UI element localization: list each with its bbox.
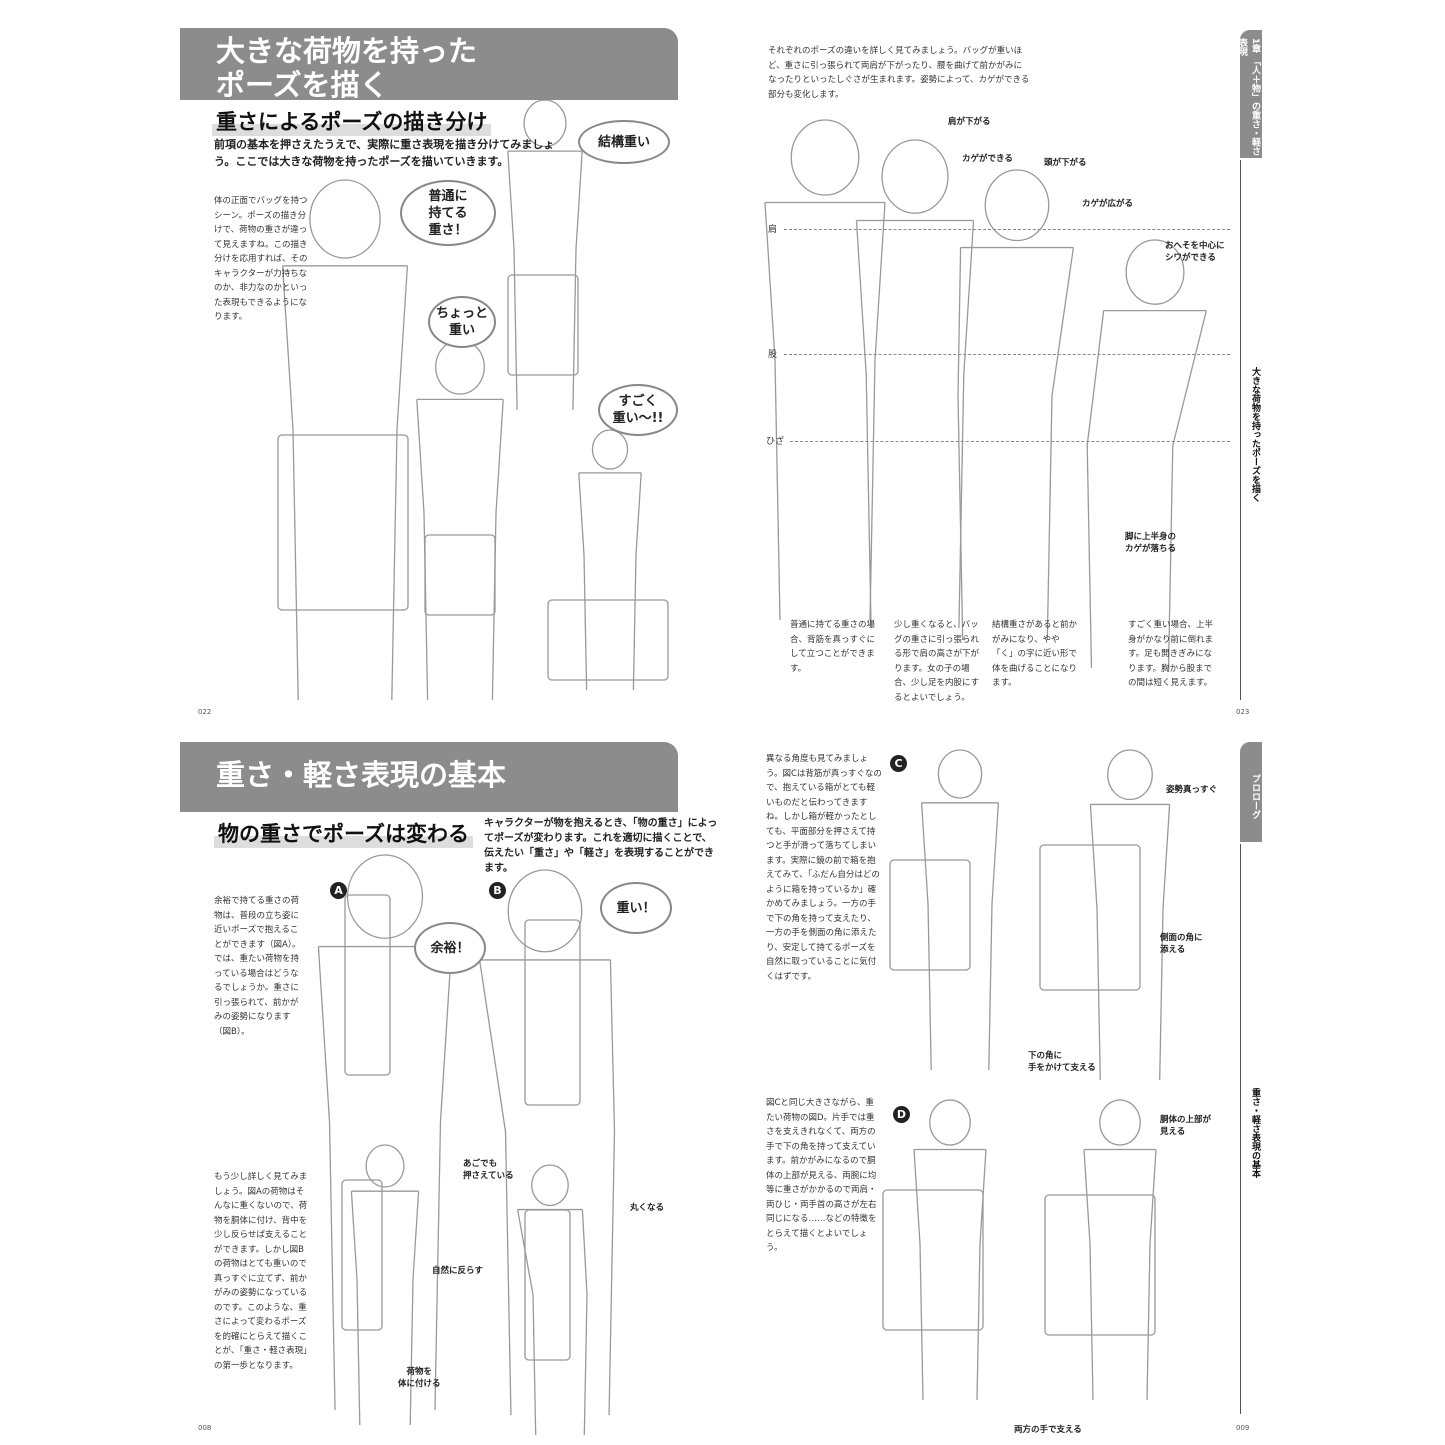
figure-body [478, 959, 616, 1416]
guide-line [784, 229, 1230, 230]
annotation: 側面の角に 添える [1160, 933, 1203, 955]
annotation: 姿勢真っすぐ [1166, 785, 1218, 795]
side-tab-section: 大きな荷物を持ったポーズを描く [1240, 160, 1262, 700]
box [524, 919, 581, 1106]
figure-label-b: B [489, 882, 506, 899]
annotation: カゲが広がる [1082, 199, 1134, 209]
figure-body [1083, 1148, 1157, 1401]
banner-title: 重さ・軽さ表現の基本 [216, 758, 507, 792]
figure-body [578, 472, 642, 691]
figure-body [1089, 803, 1171, 1081]
figure-body [920, 802, 1000, 1071]
caption: すごく重い場合、上半身がかなり前に倒れます。足も開きぎみになります。胸から股まで… [1128, 620, 1214, 688]
annotation: 自然に反らす [432, 1266, 483, 1276]
annotation: 胴体の上部が 見える [1160, 1115, 1212, 1137]
bag [424, 534, 496, 616]
figure-body [281, 265, 409, 701]
banner-title-line1: 大きな荷物を持った [216, 34, 478, 68]
figure-label-c: C [890, 755, 907, 772]
subheading: 物の重さでポーズは変わる [214, 818, 473, 848]
figure-body [855, 219, 975, 629]
guide-line [784, 354, 1230, 355]
bag [277, 434, 409, 611]
figure-body [913, 1148, 987, 1401]
figure-body [1086, 309, 1207, 669]
figure-head [881, 139, 949, 214]
body-text: もう少し詳しく見てみましょう。図Aの荷物はそんなに重くないので、荷物を胴体に付け… [214, 1172, 312, 1371]
lead-text: キャラクターが物を抱えるとき、「物の重さ」によってポーズが変わります。これを適切… [484, 818, 718, 874]
annotation: 肩が下がる [948, 117, 991, 127]
bag [547, 599, 669, 681]
side-tab-section: 重さ・軽さ表現の基本 [1240, 844, 1262, 1414]
body-text: 異なる角度も見てみましょう。図Cは背筋が真っすぐなので、抱えている箱がとても軽い… [766, 754, 882, 982]
speech-bubble: 結構重い [578, 120, 670, 164]
box [1044, 1194, 1156, 1336]
figure-head [435, 339, 485, 395]
page-number: 008 [198, 1424, 212, 1432]
box [882, 1189, 984, 1331]
annotation: カゲができる [962, 154, 1013, 164]
level-label-crotch: 股 [768, 350, 778, 360]
speech-bubble: 余裕！ [414, 922, 486, 974]
figure-label-a: A [330, 882, 347, 899]
page-number: 023 [1236, 708, 1250, 716]
speech-bubble: 普通に 持てる 重さ！ [400, 180, 496, 246]
figure-head [507, 869, 583, 953]
page-number: 009 [1236, 1424, 1250, 1432]
side-tab-chapter: 1章 「人＋物」の重さ・軽さ表現 [1237, 30, 1262, 158]
lead-text: それぞれのポーズの違いを詳しく見てみましょう。バッグが重いほど、重さに引っ張られ… [768, 46, 1030, 100]
caption: 普通に持てる重さの場合、背筋を真っすぐにして立つことができます。 [790, 620, 876, 674]
figure-head [591, 429, 629, 470]
annotation: 下の角に 手をかけて支える [1028, 1051, 1096, 1073]
annotation: 頭が下がる [1044, 158, 1087, 168]
box [344, 894, 391, 1076]
guide-line [790, 441, 1230, 442]
figure-head [1107, 749, 1153, 801]
figure-body [516, 1208, 588, 1436]
body-text: 体の正面でバッグを持つシーン。ポーズの描き分けで、荷物の重さが違って見えますね。… [214, 196, 308, 322]
page-number: 022 [198, 708, 212, 716]
box [341, 1179, 383, 1331]
figure-label-d: D [893, 1106, 910, 1123]
figure-body [416, 398, 504, 701]
caption: 結構重さがあると前かがみになり、やや「く」の字に近い形で体を曲げることになります… [992, 620, 1078, 688]
figure-head [309, 179, 381, 259]
speech-bubble: すごく 重い〜!! [598, 384, 678, 436]
box [1039, 844, 1141, 991]
figure-head [365, 1144, 405, 1188]
figure-head [346, 854, 424, 939]
bag [507, 274, 579, 376]
speech-bubble: ちょっと 重い [428, 296, 496, 348]
box [889, 859, 971, 971]
annotation: あごでも 押さえている [463, 1159, 514, 1181]
figure-body [764, 201, 886, 621]
figure-head [1099, 1099, 1141, 1146]
side-tab-chapter: プロローグ [1240, 742, 1262, 842]
level-label-knee: ひざ [766, 437, 785, 447]
lead-text: 前項の基本を押さえたうえで、実際に重さ表現を描き分けてみましょう。ここでは大きな… [214, 138, 555, 168]
speech-bubble: 重い！ [600, 882, 672, 934]
body-text: 余裕で持てる重さの荷物は、普段の立ち姿に近いポーズで抱えることができます（図A）… [214, 896, 301, 1037]
figure-head [531, 1164, 569, 1207]
caption: 少し重くなると、バッグの重さに引っ張られる形で肩の高さが下がります。女の子の場合… [894, 620, 980, 703]
subheading: 重さによるポーズの描き分け [212, 106, 492, 136]
section-banner: 重さ・軽さ表現の基本 [180, 742, 678, 812]
annotation: 脚に上半身の カゲが落ちる [1125, 532, 1177, 554]
annotation: おへそを中心に シワができる [1165, 241, 1225, 263]
figure-head [929, 1099, 971, 1146]
annotation: 荷物を 体に付ける [398, 1367, 441, 1389]
figure-head [937, 749, 983, 799]
figure-body [957, 246, 1075, 641]
level-label-shoulder: 肩 [768, 225, 778, 235]
annotation: 両方の手で支える [1014, 1425, 1082, 1435]
section-banner: 大きな荷物を持った ポーズを描く [180, 28, 678, 102]
banner-title-line2: ポーズを描く [216, 68, 389, 102]
annotation: 丸くなる [630, 1203, 665, 1213]
body-text: 図Cと同じ大きさながら、重たい荷物の図D。片手では重さを支えきれなくて、両方の手… [766, 1098, 877, 1253]
figure-body [317, 945, 453, 1411]
figure-body [507, 150, 583, 411]
figure-head [790, 119, 860, 196]
box [524, 1209, 571, 1361]
